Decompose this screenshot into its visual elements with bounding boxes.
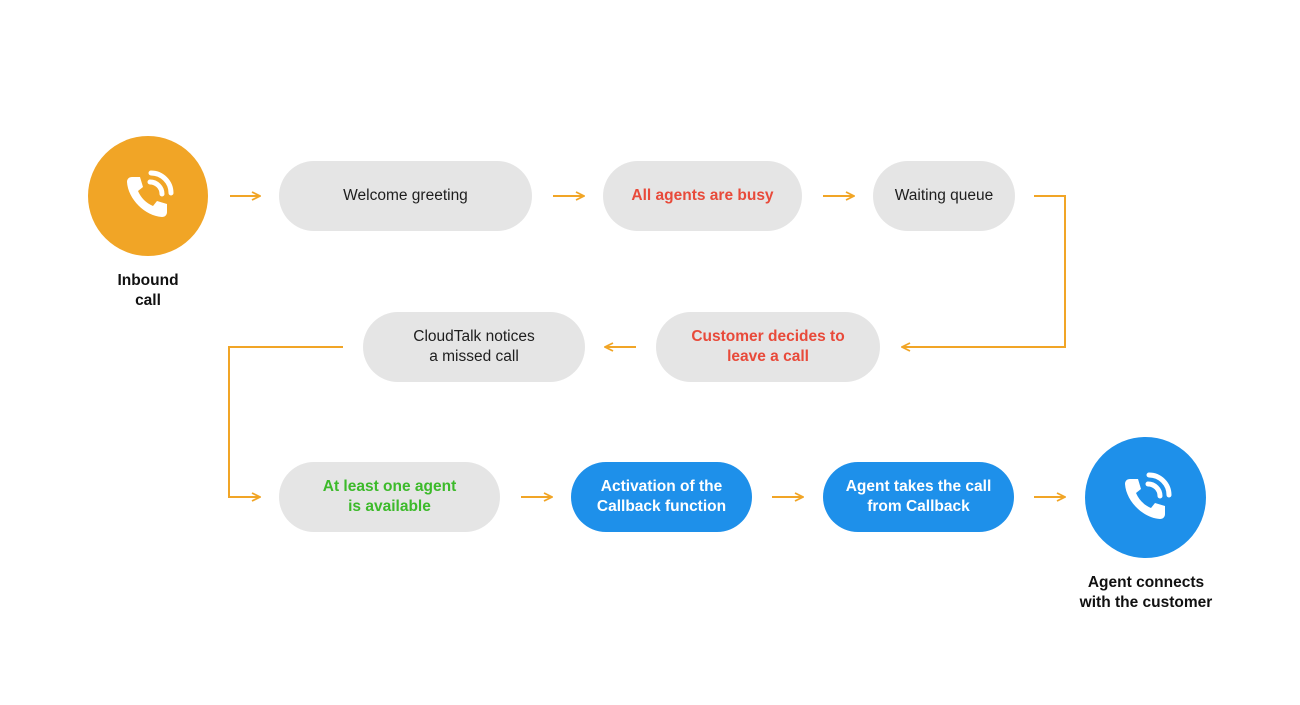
agent-connects-node bbox=[1085, 437, 1206, 558]
step-welcome-greeting: Welcome greeting bbox=[279, 161, 532, 231]
step-missed-call-noticed: CloudTalk notices a missed call bbox=[363, 312, 585, 382]
step-agent-takes-call: Agent takes the call from Callback bbox=[823, 462, 1014, 532]
inbound-call-label: Inbound call bbox=[117, 272, 179, 309]
step-all-agents-busy: All agents are busy bbox=[603, 161, 802, 231]
arrow-queue-to-decides bbox=[902, 195, 1066, 347]
step-waiting-queue: Waiting queue bbox=[873, 161, 1015, 231]
phone-ringing-icon bbox=[127, 170, 174, 217]
phone-ringing-icon bbox=[1124, 472, 1171, 519]
step-customer-leaves: Customer decides to leave a call bbox=[656, 312, 880, 382]
arrow-notices-to-least bbox=[228, 346, 343, 497]
step-agent-available: At least one agent is available bbox=[279, 462, 500, 532]
step-callback-activation: Activation of the Callback function bbox=[571, 462, 752, 532]
inbound-call-node bbox=[88, 136, 208, 256]
agent-connects-label: Agent connects with the customer bbox=[1079, 574, 1213, 611]
